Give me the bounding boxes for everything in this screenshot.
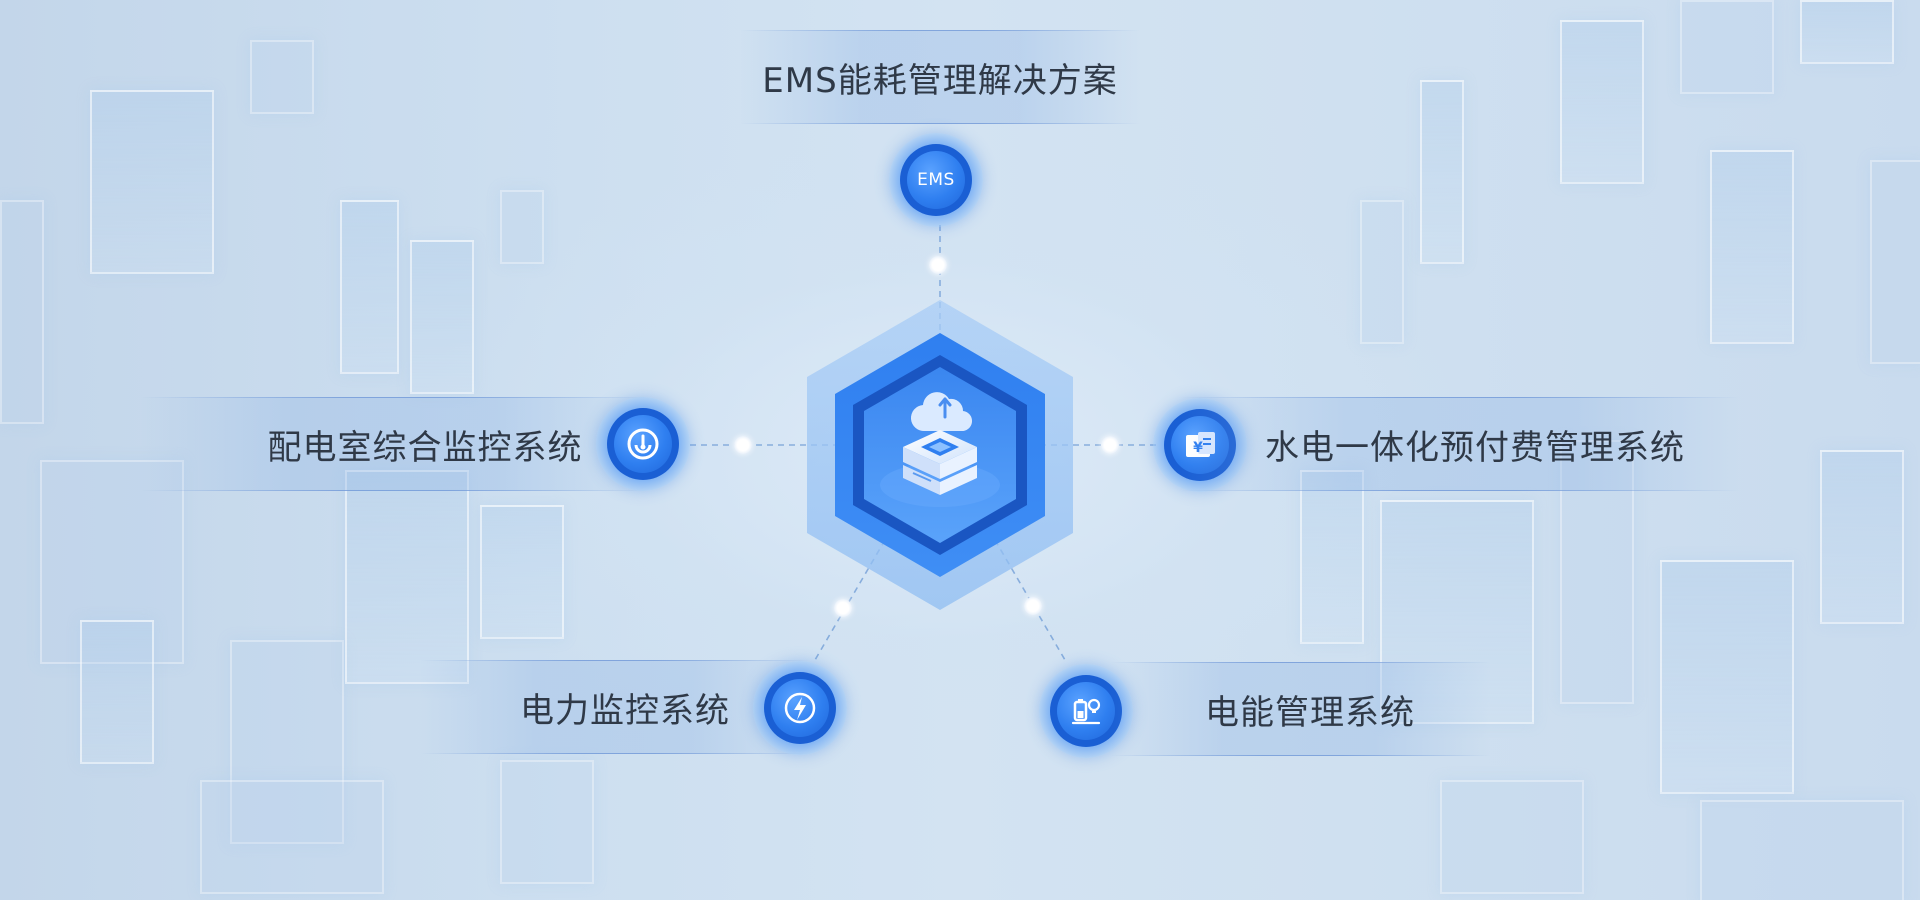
bg-panel <box>1820 450 1904 624</box>
svg-text:¥: ¥ <box>1193 440 1203 456</box>
ems-badge-icon: EMS <box>917 170 955 190</box>
connector-node-bottom-right <box>1024 597 1042 615</box>
bg-panel <box>1360 200 1404 344</box>
bg-panel <box>1710 150 1794 344</box>
bg-panel <box>230 640 344 844</box>
connector-node-left <box>734 436 752 454</box>
lightning-icon <box>784 692 816 724</box>
power-room-label-bar: 配电室综合监控系统 <box>140 397 650 491</box>
bg-panel <box>200 780 384 894</box>
connector-node-top <box>929 256 947 274</box>
power-monitor-module-icon[interactable] <box>753 661 847 755</box>
energy-mgmt-label-bar: 电能管理系统 <box>1110 662 1490 756</box>
bg-panel <box>345 470 469 684</box>
bg-panel <box>1800 0 1894 64</box>
bg-panel <box>500 190 544 264</box>
monitor-target-icon <box>627 428 659 460</box>
power-room-module-icon[interactable] <box>596 397 690 491</box>
bg-panel <box>1380 500 1534 724</box>
power-monitor-label: 电力监控系统 <box>520 690 730 731</box>
prepay-module-icon[interactable]: ¥ <box>1153 398 1247 492</box>
bg-panel <box>410 240 474 394</box>
ems-module-icon[interactable]: EMS <box>889 133 983 227</box>
connector-node-bottom-left <box>834 599 852 617</box>
bg-panel <box>1700 800 1904 900</box>
bg-panel <box>1440 780 1584 894</box>
bg-panel <box>1680 0 1774 94</box>
connector-node-right <box>1101 436 1119 454</box>
cloud-server-icon <box>880 392 1000 507</box>
title-label-bar: EMS能耗管理解决方案 <box>740 30 1140 124</box>
bg-panel <box>1560 440 1634 704</box>
bg-panel <box>80 620 154 764</box>
bg-panel <box>1660 560 1794 794</box>
bg-panel <box>1870 160 1920 364</box>
energy-mgmt-label: 电能管理系统 <box>1205 692 1415 733</box>
bg-panel <box>40 460 184 664</box>
bg-panel <box>1560 20 1644 184</box>
bg-panel <box>250 40 314 114</box>
center-hexagon-hub <box>807 300 1073 610</box>
bg-panel <box>90 90 214 274</box>
bg-panel <box>0 200 44 424</box>
power-room-label: 配电室综合监控系统 <box>267 427 583 468</box>
yen-card-icon: ¥ <box>1186 432 1215 457</box>
power-monitor-label-bar: 电力监控系统 <box>420 660 810 754</box>
bg-panel <box>1420 80 1464 264</box>
bg-panel <box>480 505 564 639</box>
battery-bulb-icon <box>1071 698 1101 725</box>
bg-panel <box>1300 470 1364 644</box>
page-title: EMS能耗管理解决方案 <box>762 60 1118 101</box>
prepay-label-bar: 水电一体化预付费管理系统 <box>1180 397 1740 491</box>
bg-panel <box>500 760 594 884</box>
prepay-label: 水电一体化预付费管理系统 <box>1265 427 1685 468</box>
energy-mgmt-module-icon[interactable] <box>1039 664 1133 758</box>
bg-panel <box>340 200 399 374</box>
